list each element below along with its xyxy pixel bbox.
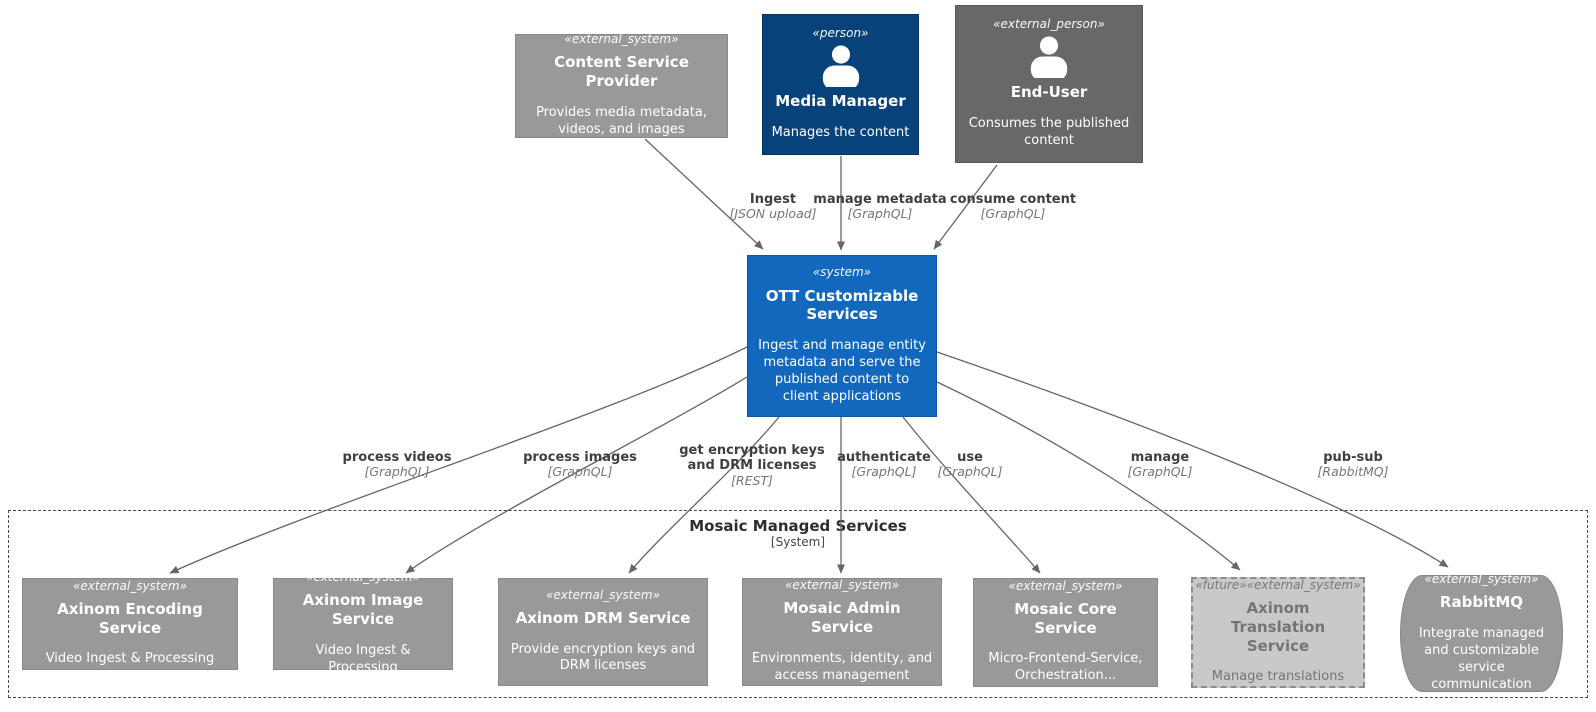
node-stereotype: «external_person» xyxy=(993,17,1105,32)
person-icon xyxy=(822,45,859,88)
node-stereotype: «external_system» xyxy=(73,578,187,593)
node-title: RabbitMQ xyxy=(1439,593,1524,612)
edge-label-ingest: Ingest [JSON upload] xyxy=(729,192,817,222)
edge-process-images xyxy=(405,376,748,574)
node-stereotype: «external_system» xyxy=(1424,572,1539,587)
node-ott-customizable-services: «system» OTT Customizable Services Inges… xyxy=(747,255,937,417)
boundary-label: Mosaic Managed Services [System] xyxy=(689,517,907,551)
node-title: Media Manager xyxy=(775,92,906,111)
node-media-manager: «person» Media Manager Manages the conte… xyxy=(762,14,919,155)
node-description: Provide encryption keys and DRM licenses xyxy=(510,641,696,674)
node-stereotype: «system» xyxy=(812,265,872,280)
edge-label-process-videos: process videos [GraphQL] xyxy=(342,450,452,480)
node-axinom-encoding-service: «external_system» Axinom Encoding Servic… xyxy=(22,578,238,670)
node-content-service-provider: «external_system» Content Service Provid… xyxy=(515,32,728,138)
node-stereotype: «person» xyxy=(812,26,869,41)
node-description: Video Ingest & Processing xyxy=(45,651,215,667)
node-title: Content Service Provider xyxy=(554,53,689,91)
node-title: Axinom Image Service xyxy=(302,591,424,629)
node-stereotype: «future»«external_system» xyxy=(1195,577,1361,592)
node-title: Axinom Encoding Service xyxy=(57,599,203,637)
node-description: Micro-Frontend-Service, Orchestration... xyxy=(988,651,1143,684)
node-description: Integrate managed and customizable servi… xyxy=(1418,626,1545,692)
node-title: Axinom DRM Service xyxy=(515,608,691,627)
edge-pub-sub xyxy=(936,351,1449,568)
edge-label-use: use [GraphQL] xyxy=(937,450,1003,480)
node-description: Manage translations xyxy=(1211,669,1345,685)
edge-ingest xyxy=(644,138,764,250)
node-stereotype: «external_system» xyxy=(564,32,679,47)
node-description: Manages the content xyxy=(771,125,910,141)
node-description: Provides media metadata, videos, and ima… xyxy=(536,104,707,137)
node-title: Axinom Translation Service xyxy=(1230,599,1326,655)
node-stereotype: «external_system» xyxy=(546,587,660,602)
system-boundary-mosaic-managed-services xyxy=(8,510,1588,698)
node-stereotype: «external_system» xyxy=(306,570,420,585)
node-stereotype: «external_system» xyxy=(785,578,899,593)
node-axinom-drm-service: «external_system» Axinom DRM Service Pro… xyxy=(498,578,708,686)
node-rabbitmq: «external_system» RabbitMQ Integrate man… xyxy=(1400,572,1563,692)
node-description: Ingest and manage entity metadata and se… xyxy=(758,338,926,404)
person-icon xyxy=(1030,36,1068,79)
edge-process-videos xyxy=(169,346,748,574)
boundary-title: Mosaic Managed Services xyxy=(689,517,907,535)
edge-label-pub-sub: pub-sub [RabbitMQ] xyxy=(1317,450,1389,480)
node-title: Mosaic Core Service xyxy=(1014,599,1117,637)
node-title: Mosaic Admin Service xyxy=(783,599,901,637)
node-stereotype: «external_system» xyxy=(1008,578,1123,593)
edge-label-consume-content: consume content [GraphQL] xyxy=(949,192,1077,222)
edge-label-manage-metadata: manage metadata [GraphQL] xyxy=(813,192,947,222)
node-mosaic-core-service: «external_system» Mosaic Core Service Mi… xyxy=(973,578,1158,687)
edge-label-authenticate: authenticate [GraphQL] xyxy=(837,450,931,480)
node-axinom-image-service: «external_system» Axinom Image Service V… xyxy=(273,571,453,675)
edge-get-keys xyxy=(628,416,780,574)
node-description: Environments, identity, and access manag… xyxy=(751,650,933,683)
boundary-subtitle: [System] xyxy=(770,535,826,549)
node-axinom-translation-service: «future»«external_system» Axinom Transla… xyxy=(1191,577,1365,688)
node-title: End-User xyxy=(1010,83,1088,102)
node-description: Video Ingest & Processing xyxy=(315,642,411,675)
edge-use xyxy=(902,416,1041,574)
edge-manage xyxy=(936,381,1241,571)
node-title: OTT Customizable Services xyxy=(765,286,919,324)
edge-label-get-keys: get encryption keys and DRM licenses [RE… xyxy=(679,443,825,488)
node-end-user: «external_person» End-User Consumes the … xyxy=(955,5,1143,163)
edge-label-manage: manage [GraphQL] xyxy=(1127,450,1193,480)
edge-label-process-images: process images [GraphQL] xyxy=(523,450,637,480)
edge-consume-content xyxy=(933,164,998,250)
node-description: Consumes the published content xyxy=(968,116,1130,148)
node-mosaic-admin-service: «external_system» Mosaic Admin Service E… xyxy=(742,578,942,686)
